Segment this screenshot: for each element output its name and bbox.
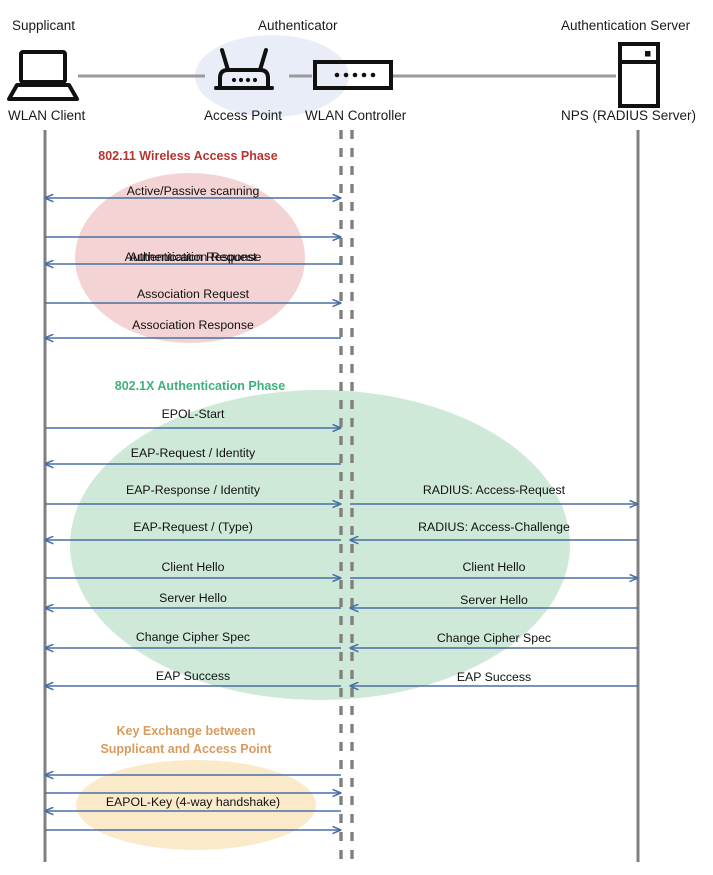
role-label-supplicant: Supplicant xyxy=(12,18,76,33)
role-label-authenticator: Authenticator xyxy=(258,18,338,33)
phase-title-wireless-access: 802.11 Wireless Access Phase xyxy=(98,149,278,163)
authenticator-halo xyxy=(195,35,349,117)
phase-region-dot1x-auth xyxy=(70,390,570,700)
message-label-m14: Server Hello xyxy=(159,591,227,605)
phase-region-wireless-access xyxy=(75,173,305,343)
message-label-m22: EAPOL-Key (4-way handshake) xyxy=(105,795,281,809)
laptop-icon xyxy=(7,50,79,101)
phase-title-line1: Key Exchange between xyxy=(116,724,256,738)
role-label-auth-server: Authentication Server xyxy=(561,18,691,33)
message-arrows xyxy=(45,198,638,830)
message-label-m7: EAP-Request / Identity xyxy=(130,446,256,460)
server-icon xyxy=(618,42,660,108)
message-label-m17: Change Cipher Spec xyxy=(436,631,552,645)
message-label-m9: RADIUS: Access-Request xyxy=(422,483,566,497)
phase-ellipses xyxy=(70,173,570,850)
message-label-m10: EAP-Request / (Type) xyxy=(133,520,253,534)
message-label-m5: Association Response xyxy=(132,318,254,332)
access-point-icon xyxy=(214,48,274,90)
device-label-wlan-client: WLAN Client xyxy=(8,108,86,123)
wlan-controller-icon xyxy=(313,60,393,90)
lifelines xyxy=(43,130,640,862)
message-label-m4: Association Request xyxy=(136,287,250,301)
phase-title-line2: Supplicant and Access Point xyxy=(100,742,272,756)
message-label-m1: Active/Passive scanning xyxy=(126,184,260,198)
message-label-m3: Authentication Response xyxy=(124,250,262,264)
phase-title-dot1x-auth: 802.1X Authentication Phase xyxy=(114,379,286,393)
message-label-m2: Authentication Request xyxy=(129,250,257,264)
message-label-m16: Change Cipher Spec xyxy=(135,630,251,644)
message-label-m18: EAP Success xyxy=(155,669,231,683)
message-label-m15: Server Hello xyxy=(460,593,528,607)
message-label-m8: EAP-Response / Identity xyxy=(126,483,260,497)
device-label-wlan-controller: WLAN Controller xyxy=(305,108,407,123)
message-label-m6: EPOL-Start xyxy=(161,407,225,421)
message-label-m19: EAP Success xyxy=(456,670,532,684)
message-label-m11: RADIUS: Access-Challenge xyxy=(418,520,570,534)
message-label-m12: Client Hello xyxy=(161,560,225,574)
device-label-access-point: Access Point xyxy=(204,108,283,123)
phase-region-key-exchange xyxy=(76,760,316,850)
message-label-m13: Client Hello xyxy=(462,560,526,574)
device-label-nps: NPS (RADIUS Server) xyxy=(561,108,697,123)
